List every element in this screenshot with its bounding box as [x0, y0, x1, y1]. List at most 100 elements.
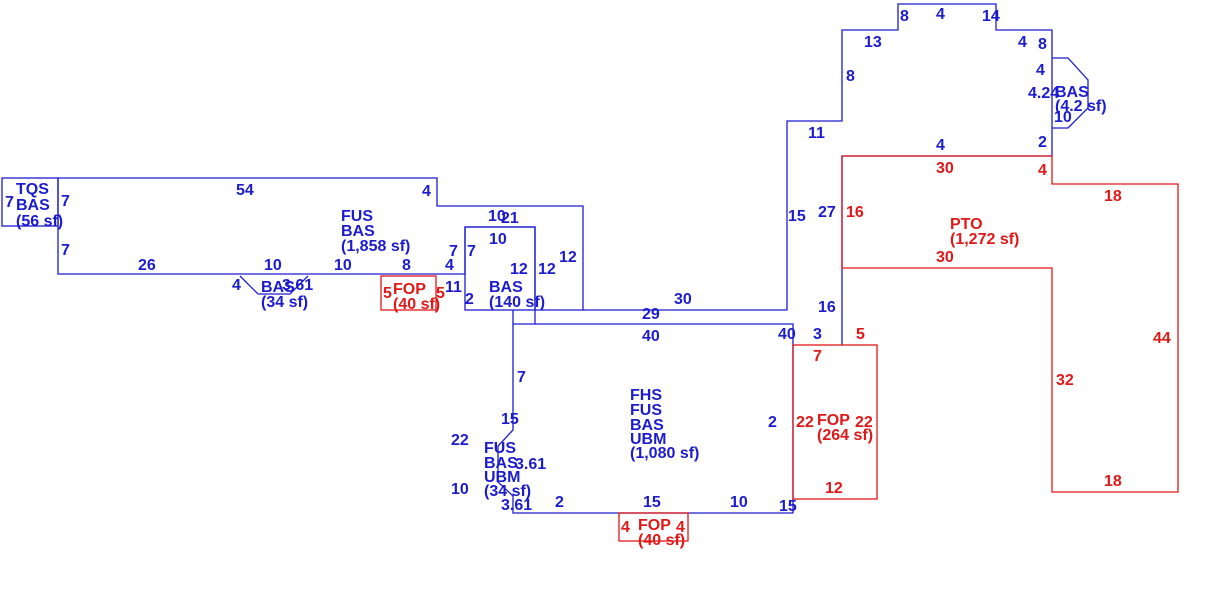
dim-label: 12 — [559, 249, 577, 266]
dim-label: 18 — [1104, 188, 1122, 205]
dim-label: 5 — [856, 326, 865, 343]
dim-label: 29 — [642, 306, 660, 323]
bas-small-code: BAS — [261, 279, 295, 296]
fop-right-outline — [792, 344, 878, 500]
dim-label: 10 — [264, 257, 282, 274]
dim-label: 30 — [936, 160, 954, 177]
existing-structure-outlines — [1, 3, 1089, 514]
dim-label: 10 — [451, 481, 469, 498]
center-code-3: BAS — [630, 417, 664, 434]
dim-label: 7 — [61, 242, 70, 259]
dim-label: 10 — [730, 494, 748, 511]
dim-label: 8 — [846, 68, 855, 85]
dim-label: 27 — [818, 204, 836, 221]
dim-label: 3.61 — [515, 456, 546, 473]
fop-right-code: FOP — [817, 412, 850, 429]
main-left-code-2: BAS — [341, 223, 375, 240]
dim-label: 4 — [621, 519, 630, 536]
dim-label: 18 — [1104, 473, 1122, 490]
dim-label: 7 — [61, 193, 70, 210]
fop-bottom-code: FOP — [638, 517, 671, 534]
dim-label: 4 — [422, 183, 431, 200]
tqs-area: (56 sf) — [16, 213, 63, 230]
dim-label: 40 — [642, 328, 660, 345]
dim-label: 32 — [1056, 372, 1074, 389]
dim-label: 4 — [1036, 62, 1045, 79]
dim-label: 11 — [808, 125, 825, 142]
dim-label: 12 — [825, 480, 843, 497]
dim-label: 30 — [936, 249, 954, 266]
tqs-code-1: TQS — [16, 181, 49, 198]
dim-label: 22 — [855, 414, 873, 431]
pto-outline — [841, 155, 1179, 493]
fop-bottom-area: (40 sf) — [638, 532, 685, 549]
dim-label: 2 — [555, 494, 564, 511]
dim-label: 10 — [488, 208, 506, 225]
dim-label: 10 — [489, 231, 507, 248]
dim-label: 15 — [643, 494, 661, 511]
fop-left-code: FOP — [393, 281, 426, 298]
dim-label: 4 — [1038, 162, 1047, 179]
dim-label: 15 — [779, 498, 797, 515]
tower-outline — [583, 3, 1053, 345]
dim-label: 10 — [1054, 109, 1072, 126]
dim-label: 7 — [813, 348, 822, 365]
bas-small-outline — [239, 275, 309, 295]
dim-label: 8 — [1038, 36, 1047, 53]
dim-label: 15 — [501, 411, 519, 428]
center-area: (1,080 sf) — [630, 445, 699, 462]
dim-label: 4 — [676, 519, 685, 536]
dim-label: 26 — [138, 257, 156, 274]
bay-area: (34 sf) — [484, 483, 531, 500]
center-outline — [497, 310, 794, 514]
bay-code-2: BAS — [484, 455, 518, 472]
bas-mid-outline — [464, 226, 536, 311]
dim-label: 4 — [936, 137, 945, 154]
tqs-code-2: BAS — [16, 197, 50, 214]
dim-label: 22 — [796, 414, 814, 431]
dim-label: 12 — [510, 261, 528, 278]
dim-label: 40 — [778, 326, 796, 343]
main-left-area: (1,858 sf) — [341, 238, 410, 255]
pto-code: PTO — [950, 216, 983, 233]
dim-label: 12 — [538, 261, 556, 278]
dim-label: 3.61 — [501, 497, 532, 514]
dim-label: 44 — [1153, 330, 1171, 347]
bay-code-3: UBM — [484, 469, 520, 486]
dim-label: 5 — [436, 285, 445, 302]
dim-label: 8 — [900, 8, 909, 25]
pto-area: (1,272 sf) — [950, 231, 1019, 248]
dim-label: 22 — [451, 432, 469, 449]
fop-right-area: (264 sf) — [817, 427, 873, 444]
dim-label: 7 — [467, 243, 476, 260]
dim-label: 14 — [982, 8, 1000, 25]
dim-label: 7 — [449, 243, 458, 260]
dim-label: 54 — [236, 182, 254, 199]
dim-label: 11 — [445, 279, 462, 296]
dim-label: 2 — [768, 414, 777, 431]
center-code-2: FUS — [630, 402, 662, 419]
area-labels: TQS BAS (56 sf) FUS BAS (1,858 sf) BAS (… — [16, 84, 1107, 549]
bas-small-area: (34 sf) — [261, 294, 308, 311]
dim-label: 8 — [402, 257, 411, 274]
dim-label: 4 — [936, 6, 945, 23]
main-left-code-1: FUS — [341, 208, 373, 225]
dim-label: 2 — [1038, 134, 1047, 151]
bas-mid-area: (140 sf) — [489, 294, 545, 311]
addition-outlines — [380, 155, 1179, 542]
dim-label: 21 — [501, 210, 519, 227]
bas-top-code: BAS — [1055, 84, 1089, 101]
addition-dimension-labels: 30 4 16 30 18 44 32 18 5 7 22 22 12 5 5 … — [383, 160, 1171, 536]
fop-left-area: (40 sf) — [393, 296, 440, 313]
center-code-4: UBM — [630, 431, 666, 448]
bas-top-outline — [1052, 57, 1089, 129]
dim-label: 10 — [334, 257, 352, 274]
dim-label: 16 — [818, 299, 836, 316]
bay-code-1: FUS — [484, 440, 516, 457]
dim-label: 4 — [1018, 34, 1027, 51]
bas-top-area: (4.2 sf) — [1055, 98, 1107, 115]
dim-label: 4.24 — [1028, 85, 1059, 102]
dim-label: 4 — [445, 257, 454, 274]
dim-label: 13 — [864, 34, 882, 51]
